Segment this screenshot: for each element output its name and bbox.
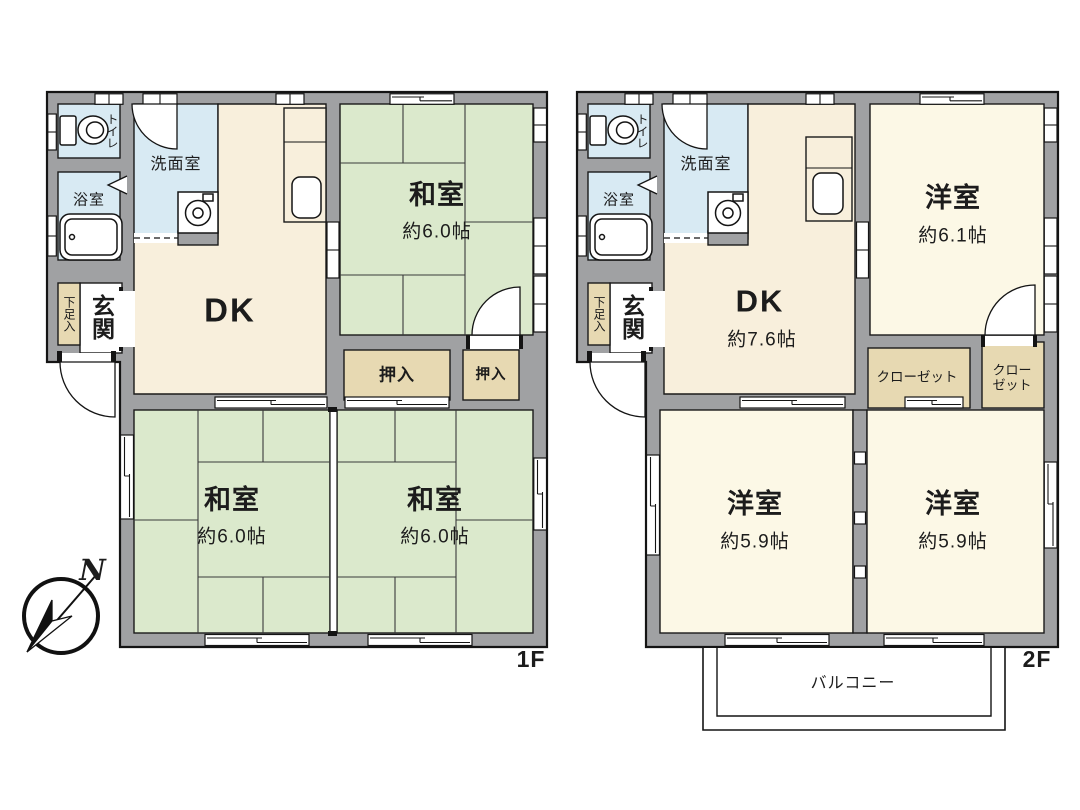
oshiire-right-box-1f — [462, 349, 520, 401]
closet-right-box-2f — [981, 341, 1045, 409]
entrance-door-arc-1f — [59, 361, 116, 418]
washing-machine-icon-2f — [707, 191, 749, 234]
room-label-2f-western-ne: 洋室 — [925, 182, 981, 213]
room-size-1f-tatami-ne: 約6.0帖 — [402, 221, 472, 243]
floorplan-1f — [45, 90, 549, 649]
room-label-1f-entrance: 玄関 — [88, 294, 115, 340]
label-1f-oshiire-left: 押入 — [379, 365, 415, 385]
room-label-2f-western-se: 洋室 — [925, 488, 981, 519]
compass-icon — [22, 573, 100, 655]
floor-label-1f: 1F — [516, 646, 546, 673]
tatami-lines-sw-1f — [134, 410, 330, 633]
room-label-2f-shoe-cabinet: 下足入 — [592, 296, 606, 332]
room-label-1f-tatami-se: 和室 — [407, 484, 463, 515]
balcony-2f — [702, 647, 1006, 731]
label-1f-oshiire-right: 押入 — [475, 366, 507, 383]
room-size-2f-western-sw: 約5.9帖 — [720, 531, 790, 553]
compass-north-label: N — [79, 552, 107, 587]
room-label-2f-bathroom: 浴室 — [602, 191, 636, 209]
sliding-doors-1f — [214, 396, 450, 409]
tatami-lines-ne-1f — [340, 104, 533, 335]
label-2f-closet-right-line1: クロー — [992, 362, 1032, 378]
tatami-room-sw-1f — [133, 409, 331, 634]
entrance-area-1f — [79, 282, 123, 354]
bath-folding-door-icon-1f — [106, 175, 128, 195]
room-label-2f-western-sw: 洋室 — [727, 488, 783, 519]
room-label-1f-shoe-cabinet: 下足入 — [62, 296, 76, 332]
entrance-door-arc-2f — [589, 361, 646, 418]
label-2f-balcony: バルコニー — [810, 675, 896, 693]
room-size-1f-tatami-se: 約6.0帖 — [400, 526, 470, 548]
label-2f-closet-left: クローゼット — [876, 369, 958, 385]
room-label-1f-toilet: トイレ — [105, 113, 119, 149]
tatami-lines-se-1f — [337, 410, 533, 633]
western-room-sw-2f — [659, 409, 854, 634]
room-label-1f-tatami-ne: 和室 — [409, 179, 465, 210]
floor-label-2f: 2F — [1022, 646, 1052, 673]
toilet-icon-2f — [589, 115, 639, 146]
washing-machine-icon-1f — [177, 191, 219, 234]
room-size-2f-dk: 約7.6帖 — [727, 329, 797, 351]
room-label-1f-dk: DK — [204, 291, 256, 329]
washroom-door-arc-1f — [131, 103, 178, 150]
room-label-2f-toilet: トイレ — [635, 113, 649, 149]
label-2f-closet-right: クロー ゼット — [992, 363, 1031, 392]
bathtub-icon-2f — [589, 213, 653, 261]
bathtub-icon-1f — [59, 213, 123, 261]
sliding-doors-2f — [739, 396, 964, 409]
room-label-1f-tatami-sw: 和室 — [204, 484, 260, 515]
floorplan-2f — [575, 90, 1060, 731]
room-size-2f-western-se: 約5.9帖 — [918, 531, 988, 553]
washroom-door-arc-2f — [661, 103, 708, 150]
kitchen-counter-icon-2f — [805, 136, 853, 222]
western-ne-door-arc-2f — [984, 284, 1036, 336]
room-label-1f-bathroom: 浴室 — [72, 191, 106, 209]
room-size-2f-western-ne: 約6.1帖 — [918, 225, 988, 247]
shoe-cabinet-box-1f — [57, 282, 81, 346]
shoe-cabinet-box-2f — [587, 282, 611, 346]
windows-1f — [47, 93, 548, 647]
room-size-1f-tatami-sw: 約6.0帖 — [197, 526, 267, 548]
room-label-2f-washroom: 洗面室 — [680, 156, 732, 174]
toilet-icon-1f — [59, 115, 109, 146]
western-room-se-2f — [866, 409, 1045, 634]
kitchen-counter-icon-1f — [283, 107, 327, 223]
windows-2f — [577, 93, 1058, 647]
tatami-room-se-1f — [336, 409, 534, 634]
bath-folding-door-icon-2f — [636, 175, 658, 195]
partition-wall-1f — [329, 409, 338, 634]
tatami-ne-door-arc-1f — [471, 286, 521, 336]
room-label-2f-entrance: 玄関 — [618, 294, 645, 340]
room-label-1f-washroom: 洗面室 — [150, 156, 202, 174]
oshiire-left-box-1f — [343, 349, 451, 401]
label-2f-closet-right-line2: ゼット — [992, 377, 1032, 392]
room-label-2f-dk: DK — [735, 283, 785, 319]
